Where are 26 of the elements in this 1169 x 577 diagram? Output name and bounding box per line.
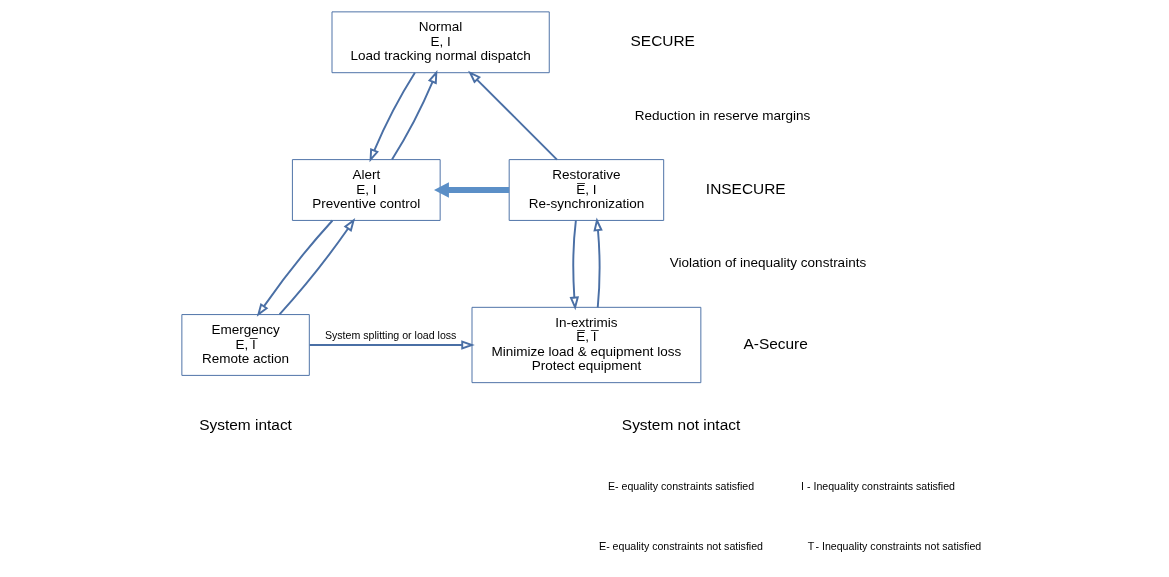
node-box: In-extrimis E̅, I̅ Minimize load & equipment loss Protect equipment xyxy=(471,306,702,384)
label: E- equality constraints satisfied xyxy=(607,479,755,492)
arrow xyxy=(434,182,510,198)
label: I - Inequality constraints satisfied xyxy=(801,479,955,492)
arrow xyxy=(593,217,603,309)
arrow xyxy=(256,219,334,317)
label: System intact xyxy=(199,415,292,433)
label: A-Secure xyxy=(743,334,808,352)
arrow xyxy=(569,219,579,311)
label: System not intact xyxy=(621,415,741,433)
arrow xyxy=(468,70,558,161)
node-box: Restorative E̅, I Re-synchronization xyxy=(508,159,665,221)
arrow xyxy=(278,218,356,316)
label: SECURE xyxy=(630,31,695,49)
label: INSECURE xyxy=(705,179,786,197)
label: E̅- equality constraints not satisfied xyxy=(599,540,764,553)
label: Violation of inequality constraints xyxy=(669,255,867,271)
node-box: Alert E, I Preventive control xyxy=(291,159,441,221)
label: Reduction in reserve margins xyxy=(634,107,811,123)
edge-label: System splitting or load loss xyxy=(324,329,457,341)
label: I̅ - Inequality constraints not satisfied xyxy=(809,540,982,553)
node-box: Normal E, I Load tracking normal dispatch xyxy=(331,11,550,74)
node-box: Emergency E, I̅ Remote action xyxy=(181,314,310,376)
arrow xyxy=(369,71,416,163)
arrow xyxy=(391,70,438,161)
arrow xyxy=(308,340,475,350)
